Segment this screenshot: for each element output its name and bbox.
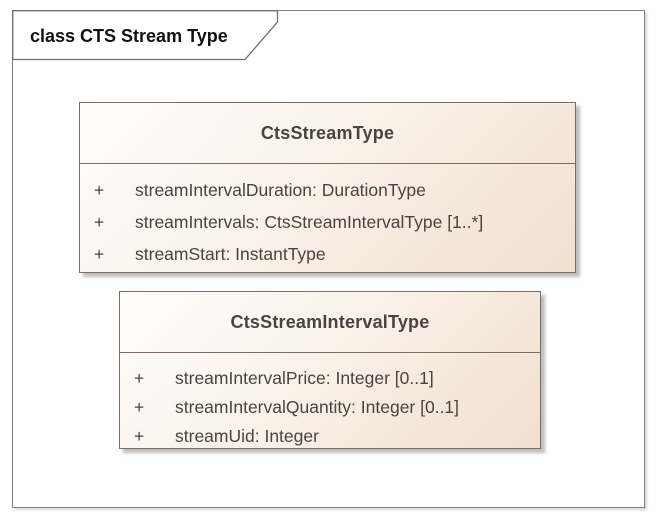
attribute-row: + streamStart: InstantType [80, 238, 575, 270]
visibility-marker: + [94, 179, 105, 200]
diagram-title: class CTS Stream Type [30, 26, 228, 46]
attribute-text: streamIntervalDuration: DurationType [135, 179, 426, 200]
visibility-marker: + [94, 211, 105, 232]
class-box-ctsstreamintervaltype: CtsStreamIntervalType + streamIntervalPr… [119, 291, 541, 449]
uml-frame: class CTS Stream Type CtsStreamType + st… [12, 10, 645, 508]
visibility-marker: + [94, 243, 105, 264]
diagram-title-tab: class CTS Stream Type [12, 10, 280, 62]
attribute-row: + streamIntervalDuration: DurationType [80, 174, 575, 206]
attribute-text: streamStart: InstantType [135, 243, 326, 264]
attributes-compartment: + streamIntervalDuration: DurationType +… [80, 164, 575, 270]
title-tab-outline-shape [12, 10, 279, 61]
visibility-marker: + [134, 368, 145, 388]
attribute-row: + streamIntervalPrice: Integer [0..1] [120, 364, 540, 393]
attributes-compartment: + streamIntervalPrice: Integer [0..1] + … [120, 353, 540, 451]
attribute-row: + streamIntervalQuantity: Integer [0..1] [120, 393, 540, 422]
attribute-row: + streamIntervals: CtsStreamIntervalType… [80, 206, 575, 238]
class-box-ctsstreamtype: CtsStreamType + streamIntervalDuration: … [79, 102, 576, 273]
class-name: CtsStreamType [80, 103, 575, 164]
visibility-marker: + [134, 397, 145, 417]
class-name: CtsStreamIntervalType [120, 292, 540, 353]
attribute-text: streamIntervalPrice: Integer [0..1] [175, 368, 434, 388]
attribute-text: streamIntervalQuantity: Integer [0..1] [175, 397, 460, 417]
attribute-text: streamIntervals: CtsStreamIntervalType [… [135, 211, 484, 232]
attribute-row: + streamUid: Integer [120, 422, 540, 451]
visibility-marker: + [134, 426, 145, 446]
attribute-text: streamUid: Integer [175, 426, 319, 446]
